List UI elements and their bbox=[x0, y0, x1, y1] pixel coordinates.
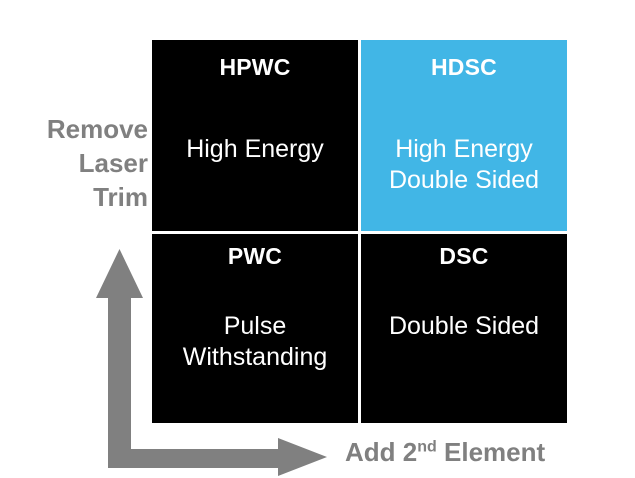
x-axis-label-suffix: Element bbox=[436, 437, 546, 467]
x-axis-label: Add 2nd Element bbox=[345, 437, 545, 467]
quadrant-hdsc-code: HDSC bbox=[431, 54, 497, 80]
quadrant-dsc-code: DSC bbox=[439, 243, 489, 269]
quadrant-hdsc-description: High Energy Double Sided bbox=[388, 135, 540, 194]
quadrant-hdsc[interactable]: HDSC High Energy Double Sided bbox=[361, 40, 567, 231]
quadrant-matrix: HPWC High Energy HDSC High Energy Double… bbox=[152, 40, 571, 423]
y-axis-arrow bbox=[96, 249, 143, 468]
y-axis-label: Remove Laser Trim bbox=[46, 114, 148, 212]
quadrant-dsc[interactable]: DSC Double Sided bbox=[361, 234, 567, 423]
quadrant-pwc[interactable]: PWC Pulse Withstanding bbox=[152, 234, 358, 423]
quadrant-pwc-code: PWC bbox=[227, 243, 283, 269]
quadrant-hpwc[interactable]: HPWC High Energy bbox=[152, 40, 358, 231]
x-axis-arrow bbox=[108, 438, 327, 476]
quadrant-hpwc-description: High Energy bbox=[186, 135, 324, 163]
x-axis-label-superscript: nd bbox=[417, 438, 437, 456]
quadrant-dsc-description: Double Sided bbox=[388, 312, 540, 340]
quadrant-hpwc-code: HPWC bbox=[219, 54, 291, 80]
quadrant-pwc-description: Pulse Withstanding bbox=[182, 312, 328, 371]
x-axis-label-prefix: Add 2 bbox=[345, 437, 418, 467]
